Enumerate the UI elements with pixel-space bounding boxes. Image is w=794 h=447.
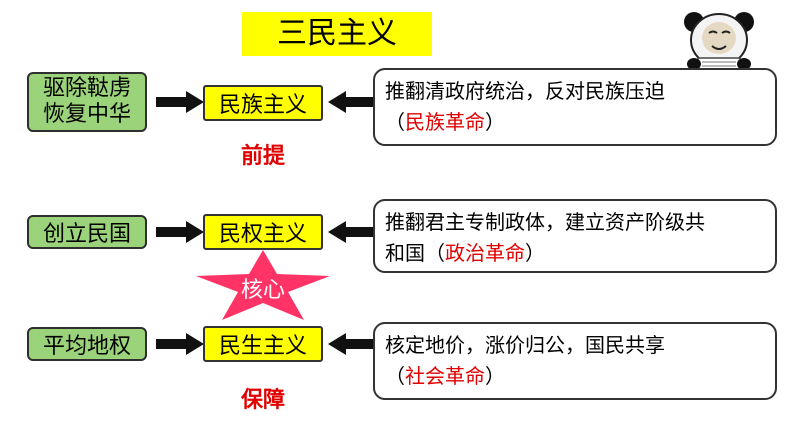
role-label-core: 核心 [240,278,285,303]
description-revolution: （社会革命） [385,364,505,388]
star-icon [196,250,330,320]
description-text: 核定地价，涨价归公，国民共享 [385,333,665,357]
right-arrow-icon [156,333,204,355]
description-text: 推翻清政府统治，反对民族压迫 [385,79,665,103]
role-label-premise: 前提 [240,144,285,169]
description-box-livelihood: 核定地价，涨价归公，国民共享 （社会革命） [373,322,777,400]
principle-box-nationalism: 民族主义 [203,85,323,121]
description-box-nationalism: 推翻清政府统治，反对民族压迫 （民族革命） [373,68,777,146]
page-title: 三民主义 [242,12,432,56]
left-box-livelihood: 平均地权 [27,327,147,361]
description-box-democracy: 推翻君主专制政体，建立资产阶级共 和国（政治革命） [373,199,777,273]
principle-box-democracy: 民权主义 [203,214,323,250]
description-text-line-2: 和国（政治革命） [385,241,545,265]
left-box-nationalism: 驱除鞑虏 恢复中华 [27,72,147,132]
revolution-label: 社会革命 [405,364,485,388]
left-box-line-2: 恢复中华 [42,102,131,127]
right-arrow-icon [156,91,204,113]
left-arrow-icon [328,221,376,243]
revolution-label: 民族革命 [405,110,485,134]
right-arrow-icon [156,221,204,243]
description-revolution: （民族革命） [385,110,505,134]
principle-box-livelihood: 民生主义 [203,326,323,362]
left-arrow-icon [328,91,376,113]
role-label-guarantee: 保障 [240,388,285,413]
left-arrow-icon [328,333,376,355]
revolution-label: 政治革命 [445,241,525,265]
left-box-democracy: 创立民国 [27,215,147,249]
left-box-line-1: 驱除鞑虏 [42,76,131,101]
description-text-line-1: 推翻君主专制政体，建立资产阶级共 [385,210,705,234]
